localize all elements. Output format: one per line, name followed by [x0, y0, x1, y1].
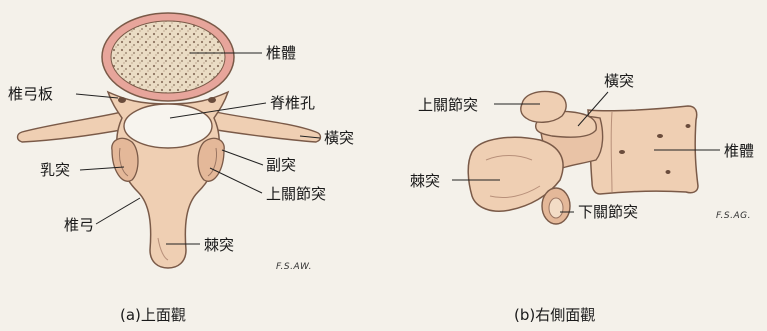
- label-body-a: 椎體: [266, 44, 296, 62]
- signature-b: F.S.AG.: [716, 211, 751, 221]
- label-superior-articular-a: 上關節突: [266, 185, 326, 203]
- caption-a: (a)上面觀: [120, 304, 186, 325]
- label-transverse-process-a: 橫突: [324, 129, 354, 147]
- left-articular-process-shape: [112, 138, 138, 181]
- right-articular-process-shape: [198, 138, 224, 181]
- transverse-process-right-shape: [204, 110, 321, 142]
- label-spinous-process-a: 棘突: [204, 236, 234, 254]
- label-pedicle-arch: 椎弓: [64, 216, 94, 234]
- lateral-superior-articular-shape: [521, 92, 566, 123]
- label-vertebral-foramen: 脊椎孔: [270, 94, 315, 112]
- signature-a: F.S.AW.: [276, 262, 312, 272]
- label-inferior-articular-b: 下關節突: [578, 203, 638, 221]
- label-spinous-process-b: 棘突: [410, 172, 440, 190]
- label-body-b: 椎體: [724, 142, 754, 160]
- label-accessory-process: 副突: [266, 156, 296, 174]
- label-transverse-process-b: 橫突: [604, 72, 634, 90]
- label-lamina: 椎弓板: [8, 85, 53, 103]
- vertebral-foramen-shape: [124, 104, 212, 148]
- transverse-process-left-shape: [18, 110, 133, 142]
- caption-b: (b)右側面觀: [514, 304, 595, 325]
- vertebral-body-spongy-shape: [111, 21, 225, 93]
- label-superior-articular-b: 上關節突: [418, 96, 478, 114]
- label-mammillary-process: 乳突: [40, 161, 70, 179]
